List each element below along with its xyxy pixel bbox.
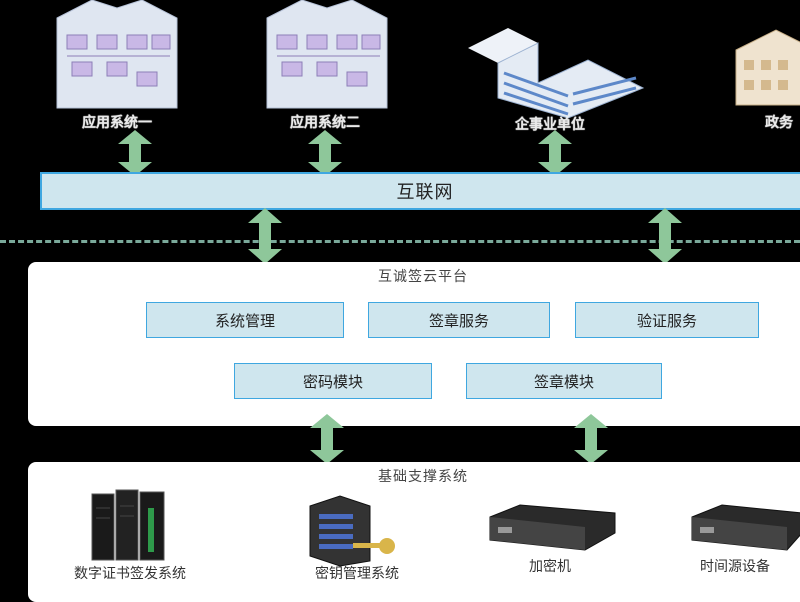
- building-app-icon: [56, 0, 178, 109]
- time-source-device-icon: [691, 504, 800, 551]
- platform-panel: 互诚签云平台 系统管理 签章服务 验证服务 密码模块 签章模块: [28, 262, 800, 426]
- internet-bar: 互联网: [40, 172, 800, 210]
- module-signature-service: 签章服务: [368, 302, 550, 338]
- module-crypto: 密码模块: [234, 363, 432, 399]
- double-arrow-icon: [538, 130, 572, 176]
- double-arrow-icon: [574, 414, 608, 464]
- government-building-icon: [735, 29, 800, 106]
- node-label-enterprise: 企事业单位: [515, 117, 585, 133]
- double-arrow-icon: [118, 130, 152, 176]
- double-arrow-icon: [308, 130, 342, 176]
- node-label-app2: 应用系统二: [290, 115, 360, 131]
- encryption-device-icon: [489, 504, 616, 551]
- server-rack-icon: [91, 489, 165, 561]
- key-server-icon: [309, 495, 395, 567]
- building-app-icon: [266, 0, 388, 109]
- module-system-management: 系统管理: [146, 302, 344, 338]
- base-label-key: 密钥管理系统: [315, 566, 399, 582]
- base-label-cert: 数字证书签发系统: [74, 566, 186, 582]
- double-arrow-icon: [248, 208, 282, 264]
- module-verification-service: 验证服务: [575, 302, 759, 338]
- node-label-government: 政务: [765, 115, 793, 131]
- base-title: 基础支撑系统: [378, 469, 468, 485]
- double-arrow-icon: [310, 414, 344, 464]
- platform-title: 互诚签云平台: [378, 269, 468, 285]
- base-label-encryptor: 加密机: [529, 559, 571, 575]
- base-label-time: 时间源设备: [700, 559, 770, 575]
- module-signature: 签章模块: [466, 363, 662, 399]
- office-building-icon: [468, 28, 645, 119]
- node-label-app1: 应用系统一: [82, 115, 152, 131]
- divider-dashed: [0, 240, 800, 243]
- double-arrow-icon: [648, 208, 682, 264]
